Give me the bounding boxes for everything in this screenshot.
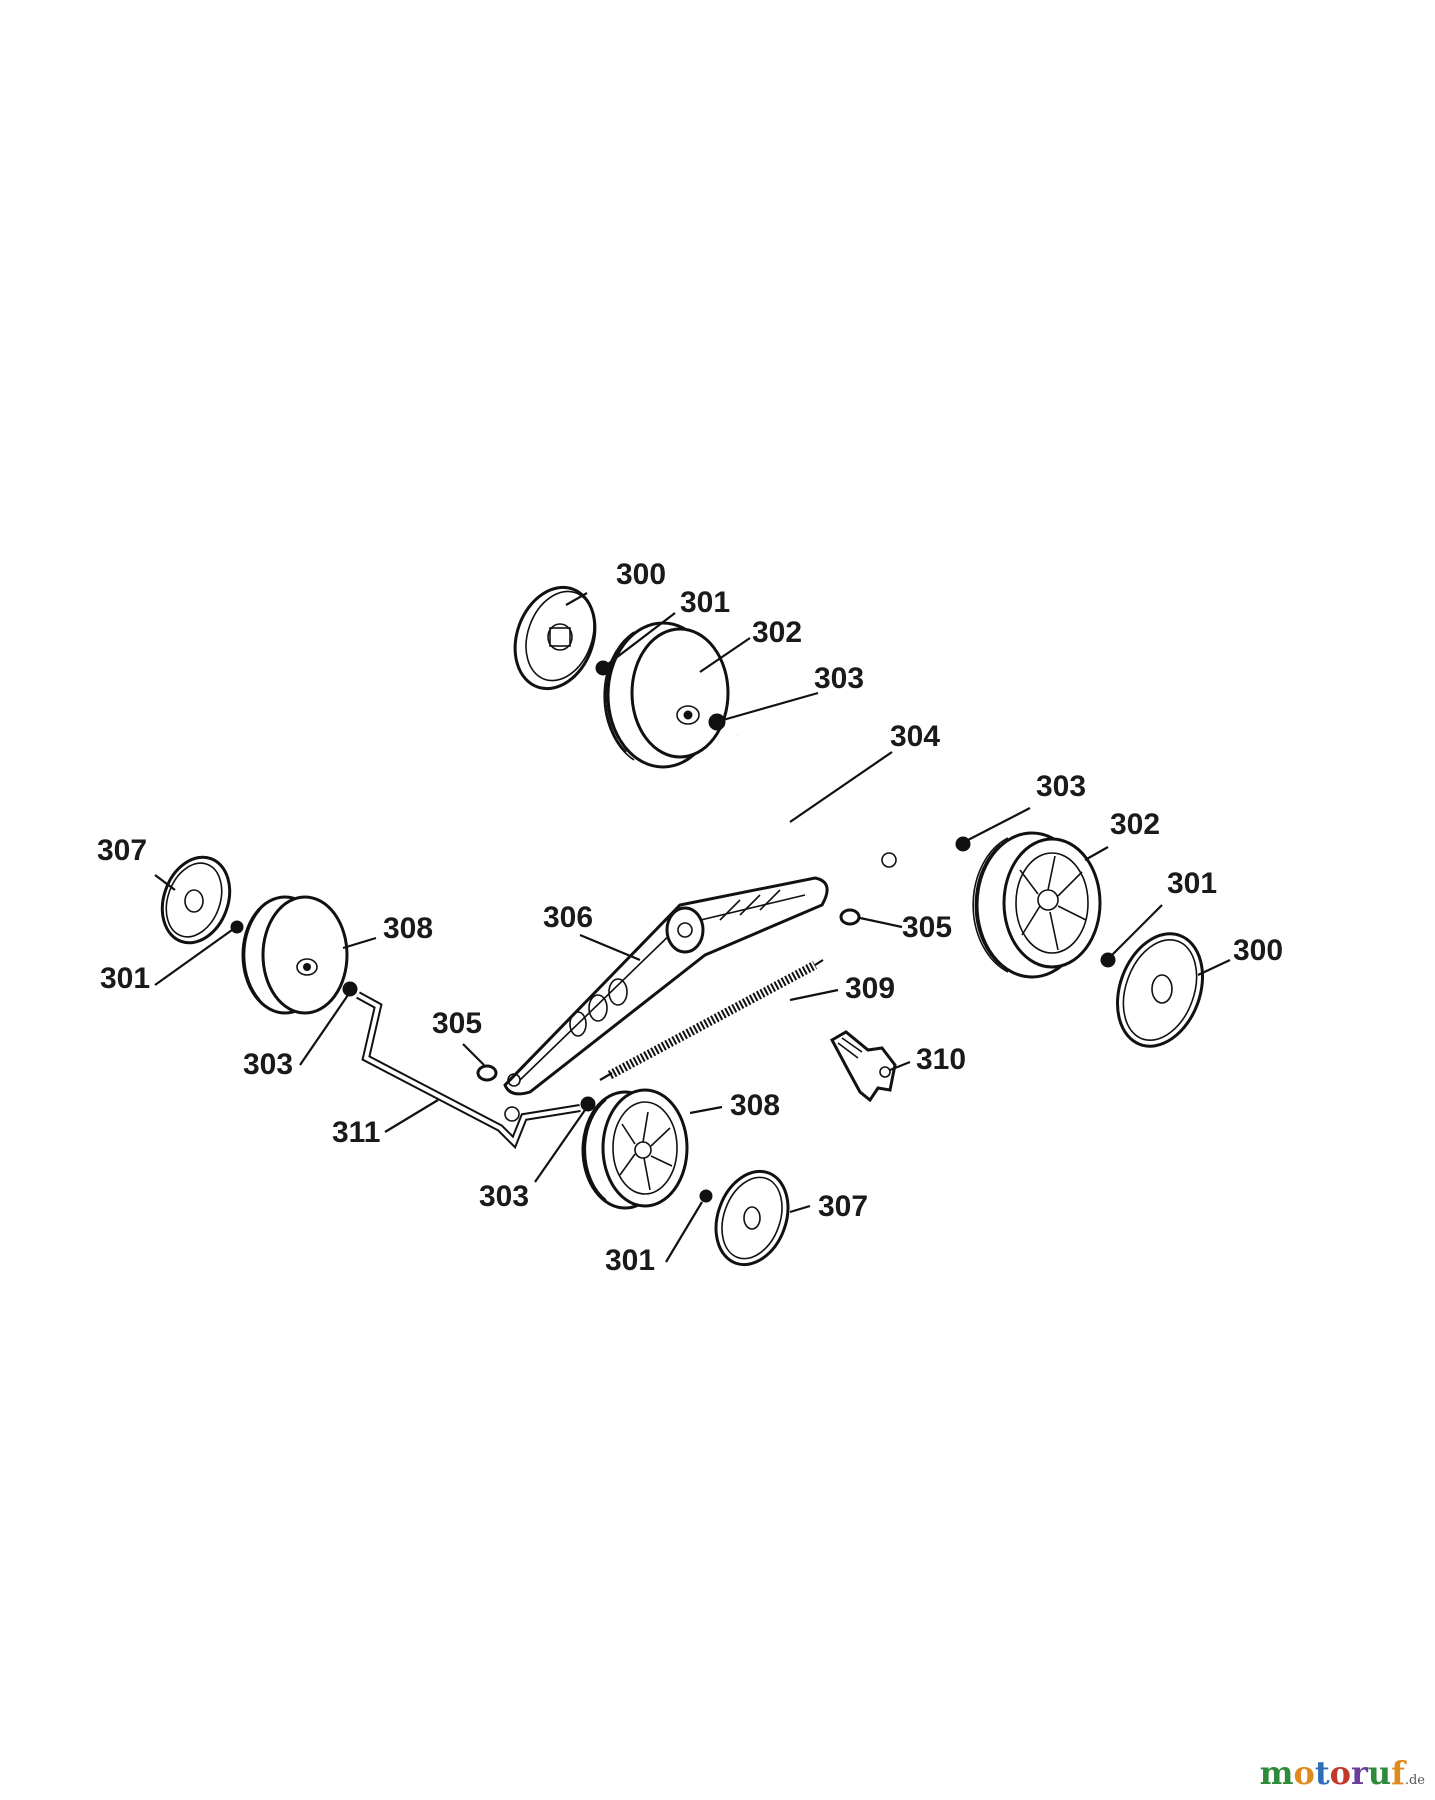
leader-lines bbox=[154, 592, 1231, 1263]
callout-300-top: 300 bbox=[616, 558, 666, 591]
watermark-letter: u bbox=[1367, 1754, 1392, 1792]
watermark-letter: m bbox=[1259, 1754, 1294, 1792]
axle-304 bbox=[736, 733, 956, 889]
spring-309 bbox=[599, 959, 824, 1081]
callout-308-bottom: 308 bbox=[730, 1089, 780, 1122]
wheel-308-bottom bbox=[581, 1088, 689, 1210]
callout-310: 310 bbox=[916, 1043, 966, 1076]
callout-300-right: 300 bbox=[1233, 934, 1283, 967]
bushing-305-right bbox=[839, 908, 861, 926]
wheel-308-left bbox=[241, 895, 349, 1015]
callout-303-bottom: 303 bbox=[479, 1180, 529, 1213]
motoruf-watermark: motoruf.de bbox=[1260, 1754, 1425, 1792]
callout-303-left: 303 bbox=[243, 1048, 293, 1081]
axle-311 bbox=[356, 991, 581, 1150]
callout-301-bottom: 301 bbox=[605, 1244, 655, 1277]
collar-303-right bbox=[955, 836, 971, 852]
washer-301-left bbox=[230, 920, 244, 934]
callout-305-left: 305 bbox=[432, 1007, 482, 1040]
washer-301-bottom bbox=[699, 1189, 713, 1203]
height-lever-306 bbox=[503, 876, 829, 1096]
watermark-letters: motoruf bbox=[1260, 1754, 1405, 1792]
watermark-letter: r bbox=[1350, 1754, 1368, 1792]
callout-301-left: 301 bbox=[100, 962, 150, 995]
callout-302-right: 302 bbox=[1110, 808, 1160, 841]
collar-303-top bbox=[708, 713, 726, 731]
callout-307-bottom: 307 bbox=[818, 1190, 868, 1223]
callout-304: 304 bbox=[890, 720, 940, 753]
callout-labels: 300 301 302 303 304 303 302 301 300 305 … bbox=[97, 558, 1283, 1277]
callout-311: 311 bbox=[332, 1116, 380, 1149]
callout-307-left: 307 bbox=[97, 834, 147, 867]
callout-302-top: 302 bbox=[752, 616, 802, 649]
washer-301-right bbox=[1100, 952, 1116, 968]
collar-303-left bbox=[342, 981, 358, 997]
wheel-302-right bbox=[972, 831, 1102, 979]
callout-309: 309 bbox=[845, 972, 895, 1005]
watermark-letter: o bbox=[1293, 1754, 1315, 1792]
collar-303-bottom bbox=[580, 1096, 596, 1112]
hub-cap-300-right bbox=[1115, 932, 1205, 1048]
watermark-letter: t bbox=[1314, 1754, 1330, 1792]
hub-cap-300-top bbox=[513, 585, 597, 691]
callout-301-right: 301 bbox=[1167, 867, 1217, 900]
callout-308-left: 308 bbox=[383, 912, 433, 945]
bushing-305-left bbox=[476, 1064, 498, 1082]
callout-305-right: 305 bbox=[902, 911, 952, 944]
callout-301-top: 301 bbox=[680, 586, 730, 619]
hub-cap-307-bottom bbox=[714, 1169, 790, 1267]
callout-306: 306 bbox=[543, 901, 593, 934]
watermark-letter: o bbox=[1329, 1754, 1351, 1792]
callout-303-top: 303 bbox=[814, 662, 864, 695]
watermark-letter: f bbox=[1391, 1754, 1405, 1792]
callout-303-right: 303 bbox=[1036, 770, 1086, 803]
clip-310 bbox=[829, 1030, 897, 1103]
watermark-suffix: .de bbox=[1404, 1773, 1425, 1788]
hub-cap-307-left bbox=[160, 855, 232, 945]
wheel-302-top bbox=[603, 621, 730, 769]
